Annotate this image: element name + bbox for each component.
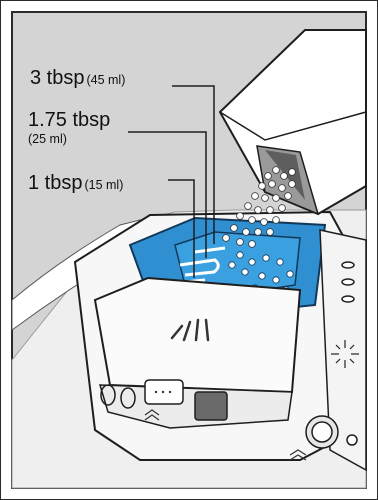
label-175-tbsp-ml: (25 ml) (28, 132, 67, 146)
dispenser-button (195, 392, 227, 420)
label-175-tbsp: 1.75 tbsp (28, 109, 110, 131)
